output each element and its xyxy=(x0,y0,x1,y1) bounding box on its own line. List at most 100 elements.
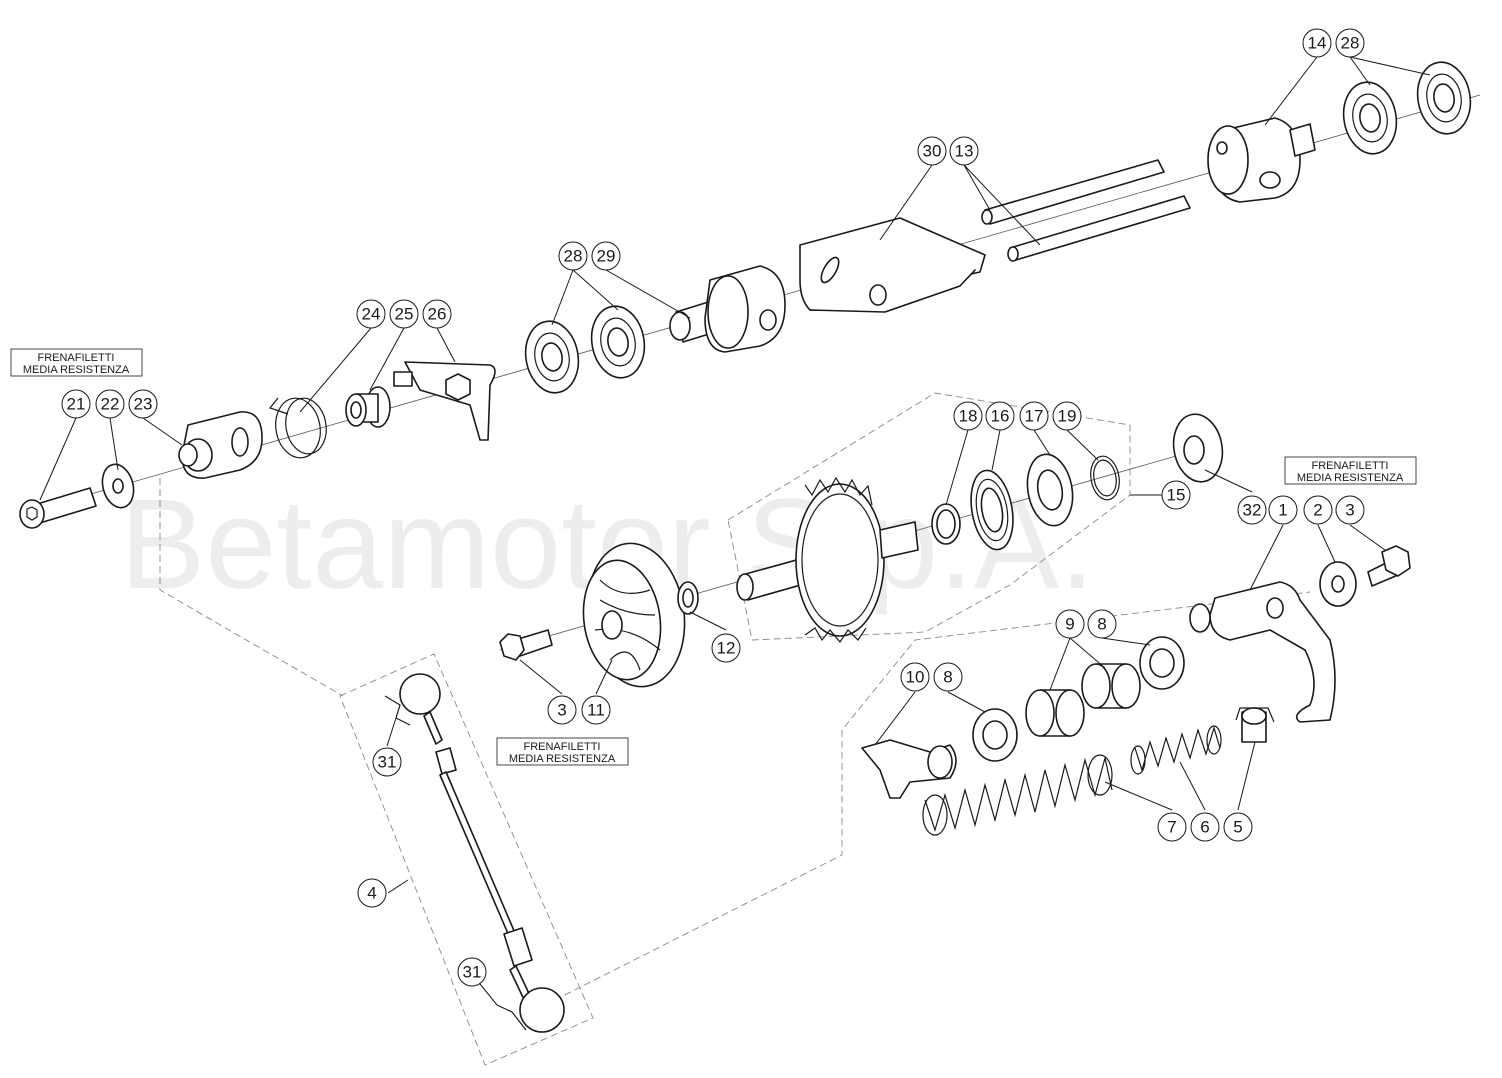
part-10-ratchet xyxy=(861,739,957,799)
svg-text:7: 7 xyxy=(1167,818,1176,837)
part-18-sleeve xyxy=(931,503,961,545)
callout-28: 28 xyxy=(558,241,588,271)
callout-13: 13 xyxy=(949,136,979,166)
part-28-bearing-c xyxy=(1342,81,1398,155)
svg-text:19: 19 xyxy=(1058,407,1077,426)
leader-lines xyxy=(39,56,1431,1006)
svg-text:21: 21 xyxy=(67,395,86,414)
part-9-bushing-a xyxy=(1025,689,1085,737)
svg-text:3: 3 xyxy=(557,701,566,720)
callout-18: 18 xyxy=(953,401,983,431)
part-13-pins xyxy=(981,159,1191,262)
part-6-small-spring xyxy=(1130,725,1222,775)
dashed-link-right xyxy=(544,591,1311,1006)
callout-30: 30 xyxy=(917,136,947,166)
svg-text:22: 22 xyxy=(101,395,120,414)
part-32-bearing xyxy=(1172,413,1224,483)
part-4-tie-rod xyxy=(339,653,594,1066)
part-28-bearing-a xyxy=(524,320,580,394)
threadlock-note-left: FRENAFILETTI MEDIA RESISTENZA xyxy=(10,348,143,377)
callout-26: 26 xyxy=(422,299,452,329)
callout-7: 7 xyxy=(1157,812,1187,842)
svg-text:8: 8 xyxy=(1097,615,1106,634)
svg-text:12: 12 xyxy=(717,639,736,658)
svg-text:28: 28 xyxy=(1341,34,1360,53)
part-17-washer xyxy=(1026,453,1074,527)
svg-text:6: 6 xyxy=(1200,818,1209,837)
svg-text:32: 32 xyxy=(1243,501,1262,520)
svg-text:16: 16 xyxy=(991,407,1010,426)
part-25-bushing xyxy=(345,386,391,428)
svg-text:26: 26 xyxy=(428,305,447,324)
part-29-cup-shaft xyxy=(669,265,786,353)
svg-text:5: 5 xyxy=(1233,818,1242,837)
callout-5: 5 xyxy=(1223,812,1253,842)
part-16-thrust-bearing xyxy=(970,469,1014,551)
svg-text:2: 2 xyxy=(1313,501,1322,520)
callout-9: 9 xyxy=(1055,609,1085,639)
gear-assembly-frame xyxy=(727,392,1131,641)
svg-text:MEDIA RESISTENZA: MEDIA RESISTENZA xyxy=(509,753,616,765)
svg-text:8: 8 xyxy=(943,668,952,687)
part-1-kick-lever xyxy=(1189,581,1336,723)
part-24-spring xyxy=(268,397,327,459)
callout-31-upper: 31 xyxy=(372,747,402,777)
svg-text:MEDIA RESISTENZA: MEDIA RESISTENZA xyxy=(1297,472,1404,484)
callout-4: 4 xyxy=(357,878,387,908)
part-3-bolt-right xyxy=(1367,545,1411,587)
callout-2: 2 xyxy=(1303,495,1333,525)
callout-23: 23 xyxy=(128,389,158,419)
callout-12: 12 xyxy=(711,633,741,663)
svg-text:4: 4 xyxy=(367,884,376,903)
svg-text:3: 3 xyxy=(1345,501,1354,520)
callout-24: 24 xyxy=(356,299,386,329)
svg-text:FRENAFILETTI: FRENAFILETTI xyxy=(1311,460,1388,472)
callout-15: 15 xyxy=(1161,480,1191,510)
part-gear-shaft xyxy=(736,476,919,644)
callout-32: 32 xyxy=(1237,495,1267,525)
part-28-bearing-d xyxy=(1416,61,1472,135)
callout-17: 17 xyxy=(1019,401,1049,431)
svg-text:17: 17 xyxy=(1025,407,1044,426)
part-7-large-spring xyxy=(922,754,1113,836)
dashed-link-left xyxy=(159,478,344,697)
svg-text:9: 9 xyxy=(1065,615,1074,634)
part-11-impeller xyxy=(582,542,686,688)
part-3-bolt-lower xyxy=(499,629,553,661)
part-22-washer xyxy=(101,463,135,509)
part-12-washer xyxy=(677,581,699,615)
callout-3-right: 3 xyxy=(1335,495,1365,525)
callout-31-lower: 31 xyxy=(457,957,487,987)
callout-8-lower: 8 xyxy=(933,662,963,692)
svg-text:10: 10 xyxy=(906,668,925,687)
threadlock-note-right: FRENAFILETTI MEDIA RESISTENZA xyxy=(1284,456,1417,485)
svg-text:MEDIA RESISTENZA: MEDIA RESISTENZA xyxy=(23,364,130,376)
part-21-screw xyxy=(19,487,97,529)
part-28-bearing-b xyxy=(590,305,646,379)
part-14-cup xyxy=(1207,117,1316,203)
svg-text:18: 18 xyxy=(959,407,978,426)
svg-text:28: 28 xyxy=(564,247,583,266)
threadlock-note-lower: FRENAFILETTI MEDIA RESISTENZA xyxy=(496,737,629,766)
part-5-pin xyxy=(1235,707,1275,743)
part-8-washer-b xyxy=(1139,636,1185,690)
svg-text:14: 14 xyxy=(1308,34,1327,53)
part-23-plate xyxy=(178,411,263,479)
callout-19: 19 xyxy=(1052,401,1082,431)
callout-10: 10 xyxy=(900,662,930,692)
callout-16: 16 xyxy=(985,401,1015,431)
svg-text:24: 24 xyxy=(362,305,381,324)
part-30-fork xyxy=(799,217,986,313)
svg-text:1: 1 xyxy=(1278,501,1287,520)
part-19-circlip xyxy=(1090,455,1120,501)
callout-28-right: 28 xyxy=(1335,28,1365,58)
svg-text:30: 30 xyxy=(923,142,942,161)
svg-text:29: 29 xyxy=(597,247,616,266)
callout-25: 25 xyxy=(389,299,419,329)
part-8-washer-a xyxy=(972,708,1018,762)
callout-3-lower: 3 xyxy=(547,695,577,725)
callout-8-upper: 8 xyxy=(1087,609,1117,639)
callout-11: 11 xyxy=(581,695,611,725)
callout-21: 21 xyxy=(61,389,91,419)
